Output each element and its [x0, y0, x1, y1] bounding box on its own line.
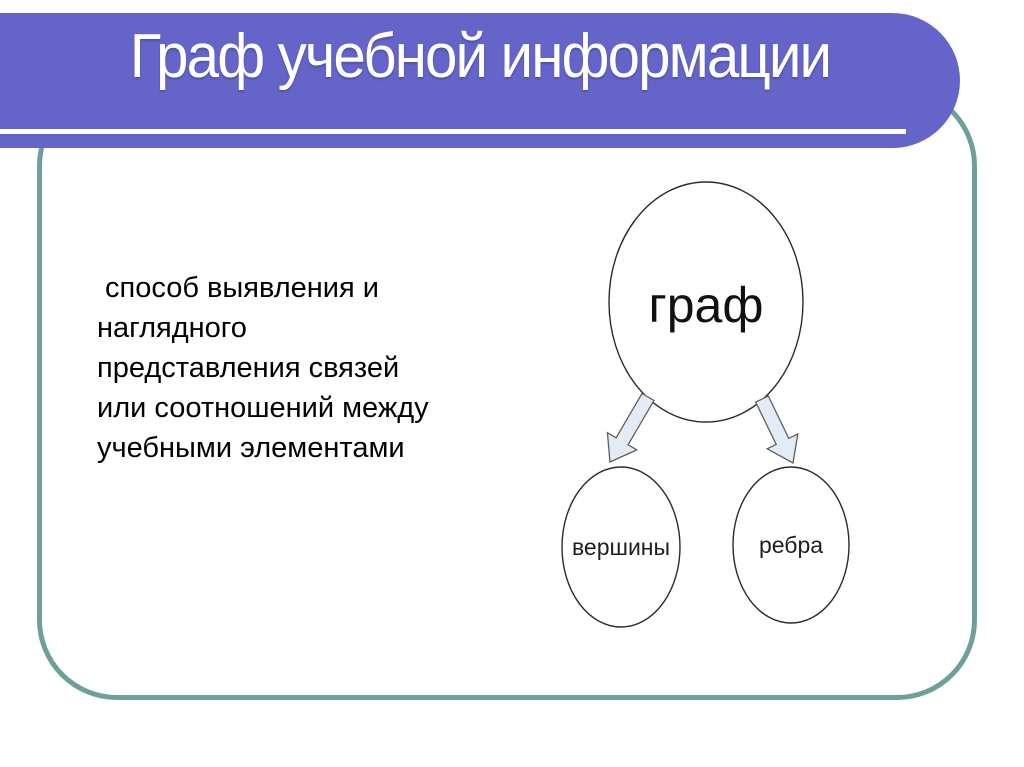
- root-node-ellipse: [608, 181, 804, 423]
- definition-line: учебными элементами: [97, 432, 405, 464]
- title-underline: [0, 129, 906, 134]
- vertices-node-ellipse: [561, 466, 681, 628]
- graph-diagram: граф вершины ребра: [561, 181, 850, 628]
- definition-line: способ выявления и: [97, 272, 379, 304]
- slide-title: Граф учебной информации: [129, 22, 832, 91]
- definition-line: или соотношений между: [97, 392, 429, 424]
- definition-line: представления связей: [97, 352, 400, 384]
- title-banner: Граф учебной информации: [0, 13, 960, 148]
- edges-node-ellipse: [732, 466, 850, 624]
- arrow-to-vertices-icon: [606, 392, 655, 463]
- definition-line: наглядного: [97, 312, 247, 344]
- vertices-node-label: вершины: [572, 534, 670, 560]
- arrow-to-edges-icon: [754, 395, 799, 465]
- definition-text-block: способ выявления и наглядного представле…: [97, 268, 537, 468]
- root-node-label: граф: [649, 277, 764, 333]
- edges-node-label: ребра: [759, 532, 823, 558]
